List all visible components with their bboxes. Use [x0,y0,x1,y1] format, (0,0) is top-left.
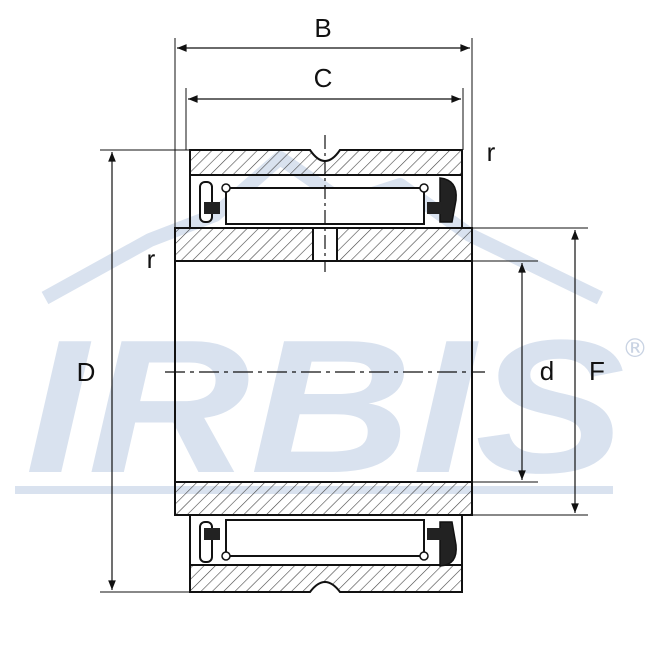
label-r-left: r [147,244,156,274]
label-d: d [540,356,554,386]
dimension-F: F [472,227,605,516]
label-C: C [314,63,333,93]
label-F: F [589,356,605,386]
dimension-B: B [174,13,473,228]
dimension-D: D [77,149,190,593]
label-B: B [314,13,331,43]
seal-top-right [427,177,457,223]
inner-ring-bottom-section [174,481,473,516]
dimension-d: d [472,260,554,483]
dimension-C: C [185,63,464,150]
needle-roller-bottom [221,519,429,561]
outer-ring-bottom-section [189,514,463,593]
label-r-top-right: r [487,137,496,167]
watermark-registered-mark: ® [622,334,648,364]
seal-top-left [199,181,220,223]
seal-bottom-right [427,521,457,567]
watermark-mountain [41,151,604,305]
seal-bottom-left [199,521,220,563]
label-D: D [77,357,96,387]
